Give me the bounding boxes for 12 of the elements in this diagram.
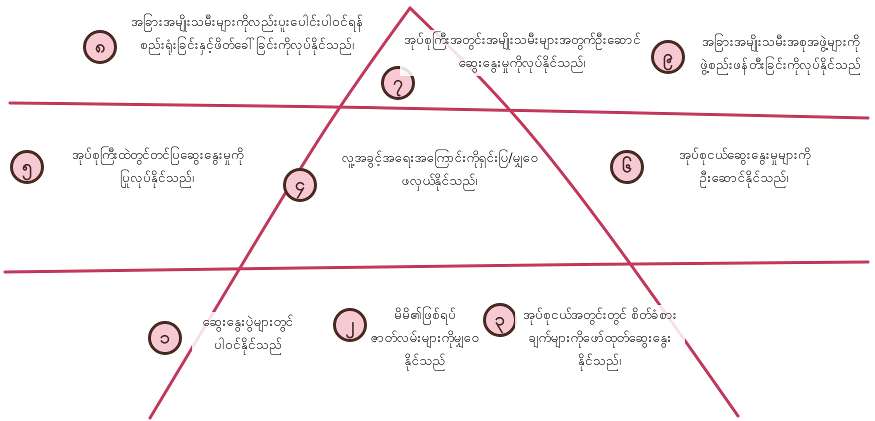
caption-text: အုပ်စုငယ်အတွင်းတွင် စိတ်ခံစားချက်များကိုဖော်ထုတ်ဆွေးနွေးနိုင်သည်၊: [515, 305, 685, 374]
number-circle: ၆: [610, 150, 644, 184]
number-circle: ၅: [10, 150, 44, 184]
caption-text: အခြားအမျိုးသမီးများကိုလည်းပူးပေါင်းပါဝင်ရန်စည်းရုံးခြင်းနှင့်ဖိတ်ခေါ်ခြင်းကိုလုပ်နိုင်သည်၊: [130, 12, 365, 58]
number-circle: ၃: [483, 303, 517, 337]
caption-text: လူ့အခွင့်အရေးအကြောင်းကိုရှင်းပြ/မျှဝေဖလှယ်နိုင်သည်၊: [340, 148, 540, 194]
number-circle: ၂: [333, 308, 367, 342]
number-circle: ၈: [83, 30, 117, 64]
caption-text: မိမိ၏ဖြစ်ရပ်ဇာတ်လမ်းများကိုမျှဝေနိုင်သည်: [370, 305, 480, 374]
number-circle: ၄: [283, 168, 317, 202]
number-circle: ၁: [148, 321, 182, 355]
number-circle: ၉: [651, 40, 685, 74]
